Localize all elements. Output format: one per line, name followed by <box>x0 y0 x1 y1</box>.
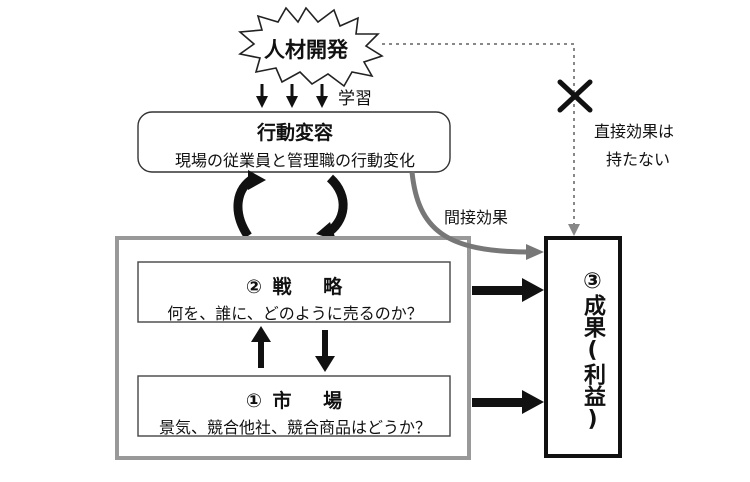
to-result-arrows <box>472 278 544 414</box>
strategy-market-arrows <box>251 326 335 372</box>
behavior-change-title: 行動変容 <box>256 122 333 144</box>
market-title: ① 市 場 <box>245 390 345 412</box>
talent-development-label: 人材開発 <box>264 38 348 62</box>
strategy-subtitle: 何を、誰に、どのように売るのか？ <box>167 304 423 323</box>
strategy-market-frame <box>115 236 471 460</box>
strategy-box <box>137 261 451 323</box>
result-box <box>544 236 622 458</box>
direct-effect-arrowhead <box>568 224 580 236</box>
learning-label: 学習 <box>338 89 372 109</box>
direct-effect-dotted-line <box>382 43 575 226</box>
talent-development-burst <box>238 6 384 88</box>
result-label: ③成果(利益) <box>580 268 605 432</box>
indirect-effect-label: 間接効果 <box>444 208 509 227</box>
strategy-title: ② 戦 略 <box>245 276 345 298</box>
market-subtitle: 景気、競合他社、競合商品はどうか？ <box>158 418 431 437</box>
no-direct-effect-line1: 直接効果は <box>594 122 675 141</box>
behavior-change-box <box>137 111 451 173</box>
cycle-arrows <box>233 170 348 240</box>
no-direct-effect-line2: 持たない <box>606 150 671 169</box>
behavior-change-subtitle: 現場の従業員と管理職の行動変化 <box>174 151 415 170</box>
indirect-effect-arrow <box>409 171 531 255</box>
cross-mark-icon <box>557 79 593 113</box>
learning-arrows <box>256 84 328 108</box>
market-box <box>137 375 451 437</box>
indirect-effect-arrowhead <box>526 244 544 260</box>
